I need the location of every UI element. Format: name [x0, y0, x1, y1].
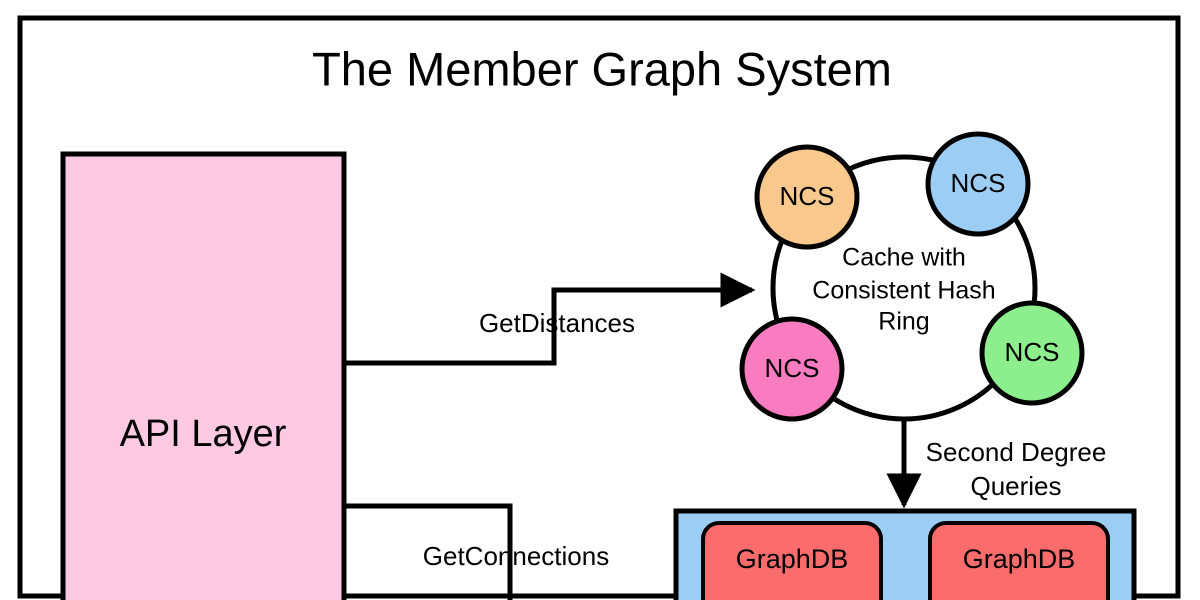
edge-getdistances-label: GetDistances — [479, 308, 635, 338]
ncs-node-bottom-left-label: NCS — [765, 353, 820, 383]
diagram-frame — [17, 15, 1181, 599]
api-layer-box[interactable] — [60, 151, 347, 600]
cache-ring-label-line2: Consistent Hash — [812, 277, 995, 305]
graphdb-box-1-label: GraphDB — [736, 544, 849, 574]
cache-ring-label-line1: Cache with — [842, 244, 966, 272]
graphdb-box-1[interactable] — [701, 521, 883, 600]
edge-getdistances-path — [344, 272, 756, 366]
api-layer-label: API Layer — [120, 413, 287, 455]
ncs-node-top-right-label: NCS — [951, 168, 1006, 198]
edge-second-degree-queries-label-line1: Second Degree — [926, 437, 1107, 467]
ncs-node-bottom-right-label: NCS — [1005, 337, 1060, 367]
edge-getconnections-label: GetConnections — [423, 541, 609, 571]
cache-ring-label-line3: Ring — [878, 308, 929, 336]
edge-getconnections-path — [344, 503, 513, 600]
ncs-node-top-left-label: NCS — [780, 181, 835, 211]
ncs-node-bottom-left[interactable] — [739, 316, 845, 422]
ncs-node-top-right[interactable] — [925, 131, 1031, 237]
edge-second-degree-queries-label-line2: Queries — [970, 471, 1061, 501]
page-title: The Member Graph System — [312, 42, 892, 95]
graphdb-box-2-label: GraphDB — [963, 544, 1076, 574]
ncs-node-bottom-right[interactable] — [979, 300, 1085, 406]
graphdb-box-2[interactable] — [928, 521, 1110, 600]
ncs-node-top-left[interactable] — [754, 144, 860, 250]
